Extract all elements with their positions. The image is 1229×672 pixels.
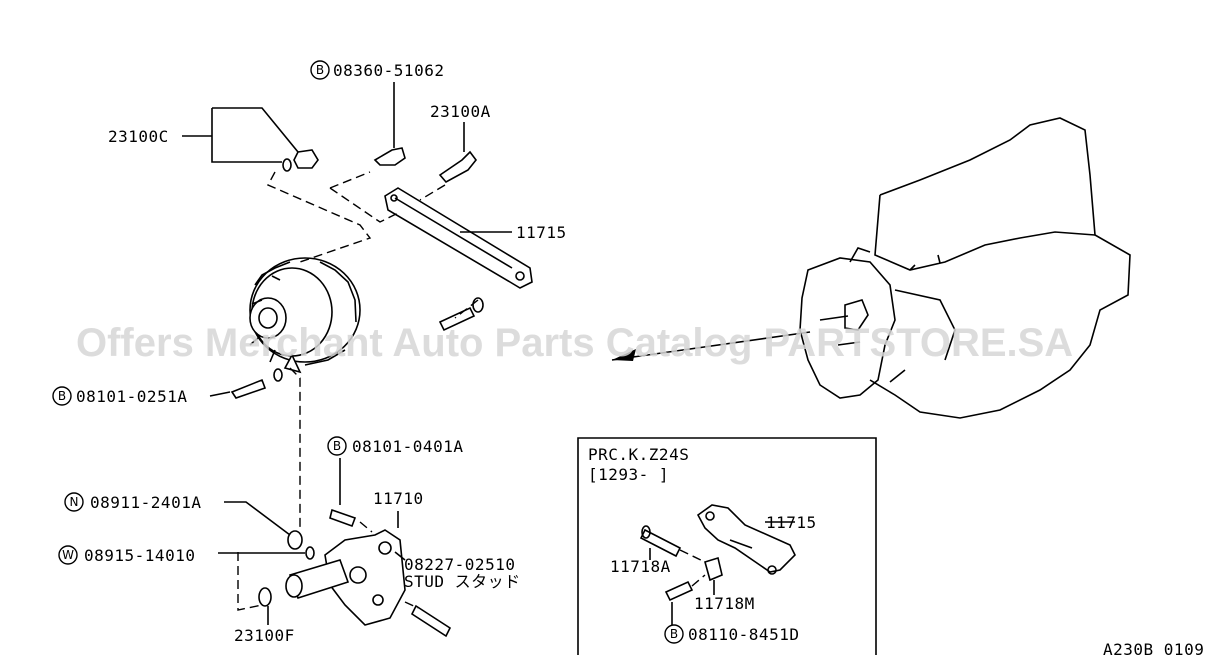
part-number-label: 11710 bbox=[373, 489, 424, 508]
drawing-code: A230B 0109 bbox=[1103, 640, 1204, 659]
bracket-11710 bbox=[285, 529, 406, 626]
inset-panel: PRC.K.Z24S [1293- ] 11715 11718A 11718M … bbox=[577, 437, 877, 655]
alternator-illustration bbox=[249, 257, 361, 366]
part-number-label: 08227-02510 bbox=[404, 555, 515, 574]
part-number-label: 08110-8451D bbox=[688, 625, 799, 644]
watermark-text: Offers Merchant Auto Parts Catalog PARTS… bbox=[76, 321, 1073, 365]
callout-prefix: W bbox=[62, 548, 74, 562]
callout-bolt-top: B 08360-51062 bbox=[310, 60, 444, 80]
part-number-label: 08911-2401A bbox=[90, 493, 201, 512]
part-number-label: 23100A bbox=[430, 102, 491, 121]
engine-location-arrow bbox=[611, 331, 811, 361]
part-number-label: 11718M bbox=[694, 594, 755, 613]
callout-inset-bolt: B 08110-8451D bbox=[664, 624, 799, 644]
engine-block-illustration bbox=[799, 117, 1131, 419]
callout-nut: N 08911-2401A bbox=[64, 492, 201, 512]
callout-prefix: N bbox=[70, 495, 79, 509]
part-number-label: 11715 bbox=[766, 513, 817, 532]
assembly-dashed-lines bbox=[237, 171, 479, 611]
leader-lines bbox=[182, 82, 512, 625]
part-number-label: 08101-0401A bbox=[352, 437, 463, 456]
callout-prefix: B bbox=[670, 627, 678, 641]
callout-bolt-side: B 08101-0251A bbox=[52, 386, 187, 406]
part-number-label: 11715 bbox=[516, 223, 567, 242]
callout-prefix: B bbox=[316, 63, 324, 77]
part-number-label: 23100C bbox=[108, 127, 169, 146]
part-number-label: 11718A bbox=[610, 557, 671, 576]
inset-range: [1293- ] bbox=[588, 465, 669, 484]
callout-bolt-lower: B 08101-0401A bbox=[327, 436, 463, 456]
callout-prefix: B bbox=[58, 389, 66, 403]
part-number-label: 08360-51062 bbox=[333, 61, 444, 80]
stud-label: STUD スタッド bbox=[404, 572, 521, 591]
hardware-illustrations bbox=[230, 147, 484, 638]
part-number-label: 08101-0251A bbox=[76, 387, 187, 406]
callout-washer: W 08915-14010 bbox=[58, 545, 195, 565]
callout-prefix: B bbox=[333, 439, 341, 453]
adjusting-bar-11715 bbox=[384, 187, 533, 289]
inset-title: PRC.K.Z24S bbox=[588, 445, 689, 464]
part-number-label: 08915-14010 bbox=[84, 546, 195, 565]
part-number-label: 23100F bbox=[234, 626, 295, 645]
